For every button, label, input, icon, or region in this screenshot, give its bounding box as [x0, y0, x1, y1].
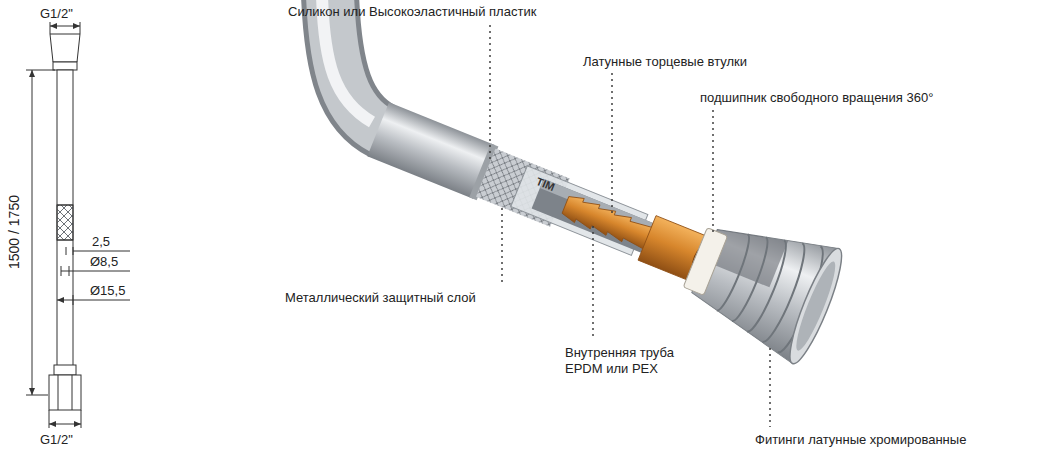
- thread-size: G1/2": [40, 6, 73, 22]
- hose-cutaway: [322, 0, 850, 427]
- watermark: TIM: [534, 173, 558, 195]
- dimension: Ø15,5: [90, 283, 125, 299]
- thread-size: G1/2": [40, 432, 73, 448]
- part-label: Фитинги латунные хромированные: [755, 432, 966, 448]
- part-label: Латунные торцевые втулки: [583, 54, 747, 70]
- part-label: подшипник свободного вращения 360°: [700, 90, 933, 106]
- leader-lines: [490, 25, 770, 427]
- dimension: Ø8,5: [90, 254, 118, 270]
- part-label: Внутренняя труба EPDM или PEX: [565, 345, 705, 377]
- part-label: Силикон или Высокоэластичный пластик: [288, 4, 536, 20]
- dimension: 2,5: [92, 234, 110, 250]
- hose-drawing: [26, 22, 130, 428]
- length-dimension: 1500 / 1750: [6, 195, 22, 269]
- part-label: Металлический защитный слой: [285, 290, 476, 306]
